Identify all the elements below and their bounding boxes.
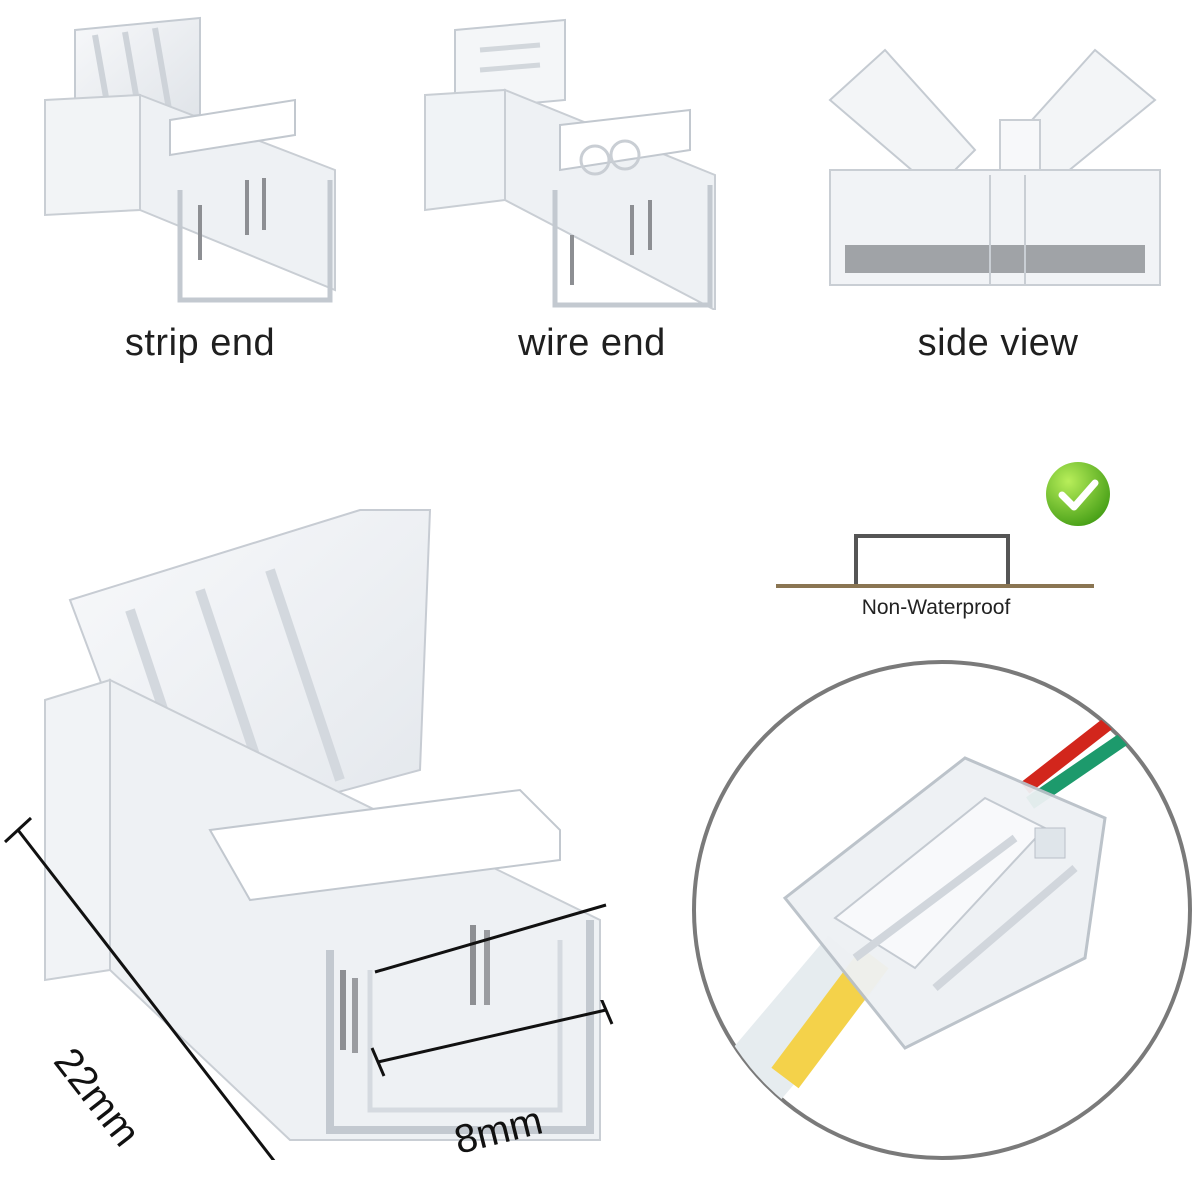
caption-wire-end: wire end (518, 322, 666, 364)
connector-large-photo (0, 500, 620, 1160)
non-waterproof-diagram (776, 530, 1094, 592)
caption-side-view: side view (917, 322, 1079, 364)
width-dimension-line (370, 1000, 620, 1090)
installed-connector-inset (685, 658, 1200, 1163)
connector-photo-wire-end (420, 10, 730, 310)
non-waterproof-label: Non-Waterproof (861, 596, 1011, 619)
check-icon (1042, 458, 1114, 530)
caption-strip-end: strip end (124, 322, 276, 364)
connector-photo-strip-end (40, 10, 350, 310)
connector-photo-side-view (815, 40, 1165, 310)
